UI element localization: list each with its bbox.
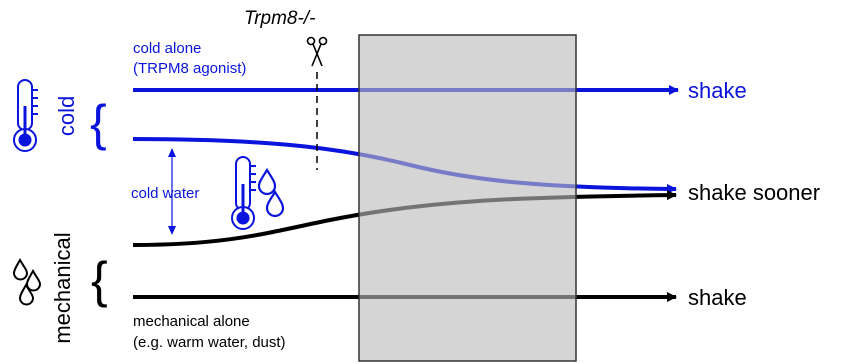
water-drops-icon xyxy=(257,167,285,218)
mechanical-drops-icon xyxy=(12,257,42,306)
mechanical-alone-label-line2: (e.g. warm water, dust) xyxy=(133,334,286,351)
mechanical-alone-label-line1: mechanical alone xyxy=(133,313,250,330)
cold-alone-label-line2: (TRPM8 agonist) xyxy=(133,60,246,77)
scissors-icon xyxy=(306,36,328,67)
outcome-bottom-label: shake xyxy=(688,285,747,310)
central-box xyxy=(358,34,577,362)
knockout-label: Trpm8-/- xyxy=(244,8,315,29)
cold-brace-icon: { xyxy=(90,95,107,151)
cold-water-label: cold water xyxy=(131,185,199,202)
cold-group-label: cold xyxy=(54,96,79,136)
mechanical-group-label: mechanical xyxy=(50,232,75,343)
double-arrow-icon xyxy=(168,148,176,235)
cold-alone-label-line1: cold alone xyxy=(133,40,201,57)
thermometer-icon xyxy=(13,79,38,152)
outcome-top-label: shake xyxy=(688,78,747,103)
cold-water-thermometer-icon xyxy=(231,156,256,230)
mechanical-brace-icon: { xyxy=(91,252,108,308)
outcome-middle-label: shake sooner xyxy=(688,180,820,205)
